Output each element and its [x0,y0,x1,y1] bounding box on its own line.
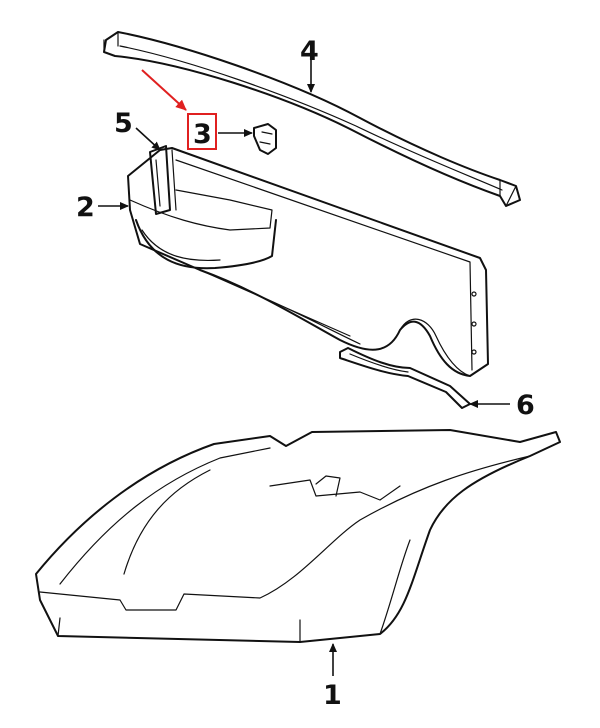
highlight-arrow [141,69,187,111]
trunk-lid-part [35,429,561,643]
callout-6: 6 [516,390,535,421]
lid-inner-panel-part [127,145,489,377]
weatherstrip-part [103,31,521,207]
callout-1: 1 [323,680,342,711]
callout-3: 3 [193,119,212,150]
leader-5 [135,127,161,151]
callout-4: 4 [300,36,319,67]
lower-seal-part [339,347,471,409]
callout-2: 2 [76,192,95,223]
bumper-part [253,123,277,155]
leader-lines [98,58,510,676]
highlight-box [187,113,217,150]
callout-5: 5 [114,108,133,139]
